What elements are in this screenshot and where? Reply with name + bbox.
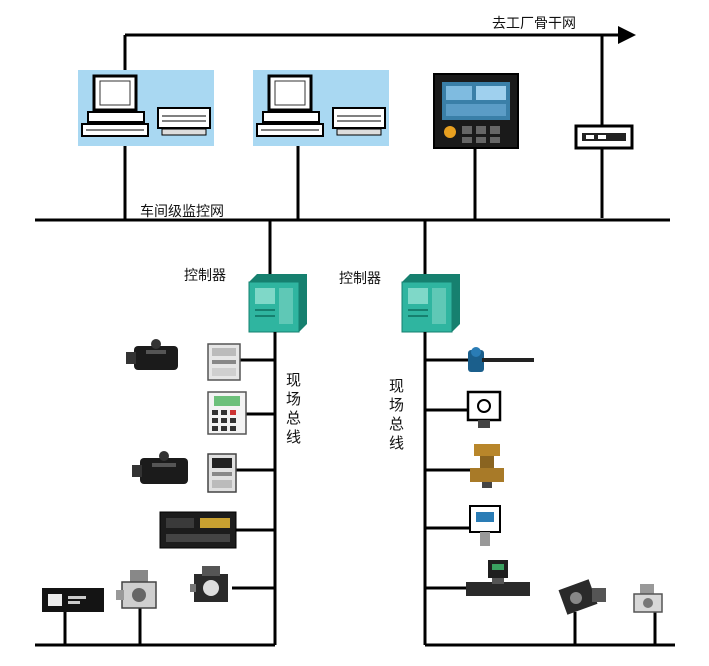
transmitter-icon[interactable] <box>469 505 501 546</box>
valve-actuator-icon[interactable] <box>633 584 663 613</box>
io-module-icon[interactable] <box>159 511 237 549</box>
valve-actuator-icon[interactable] <box>558 579 606 615</box>
fieldbus-right-label: 现场总线 <box>387 378 405 454</box>
workshop-network-label: 车间级监控网 <box>140 204 224 220</box>
servo-motor-icon[interactable] <box>126 339 178 370</box>
drive-module-icon[interactable] <box>207 453 237 493</box>
flowmeter-icon[interactable] <box>466 560 530 596</box>
controller-left-icon[interactable] <box>248 274 307 333</box>
valve-actuator-icon[interactable] <box>470 444 504 488</box>
fieldbus-left-label: 现场总线 <box>284 372 302 448</box>
valve-actuator-icon[interactable] <box>190 566 228 602</box>
backbone-arrow-icon <box>618 26 636 44</box>
gateway-icon[interactable] <box>574 124 634 150</box>
meter-device-icon[interactable] <box>42 588 104 612</box>
keypad-panel-icon[interactable] <box>207 391 247 435</box>
fieldbus-left-line <box>232 332 277 645</box>
servo-motor-icon[interactable] <box>132 451 188 484</box>
camera-sensor-icon[interactable] <box>466 390 502 428</box>
bottom-drops-left <box>63 608 142 645</box>
workstation-icon[interactable] <box>78 70 214 146</box>
workshop-network-line <box>35 140 670 275</box>
bottom-drops-right <box>573 612 657 645</box>
factory-backbone-label: 去工厂骨干网 <box>492 16 576 32</box>
hmi-panel-icon[interactable] <box>433 73 519 149</box>
controller-right-label: 控制器 <box>339 271 381 287</box>
controller-left-label: 控制器 <box>184 268 226 284</box>
valve-actuator-icon[interactable] <box>116 570 157 609</box>
drive-module-icon[interactable] <box>207 343 241 381</box>
controller-right-icon[interactable] <box>401 274 460 333</box>
workstation-icon[interactable] <box>253 70 389 146</box>
sensor-probe-icon[interactable] <box>468 347 534 372</box>
fieldbus-right-line <box>423 332 470 645</box>
